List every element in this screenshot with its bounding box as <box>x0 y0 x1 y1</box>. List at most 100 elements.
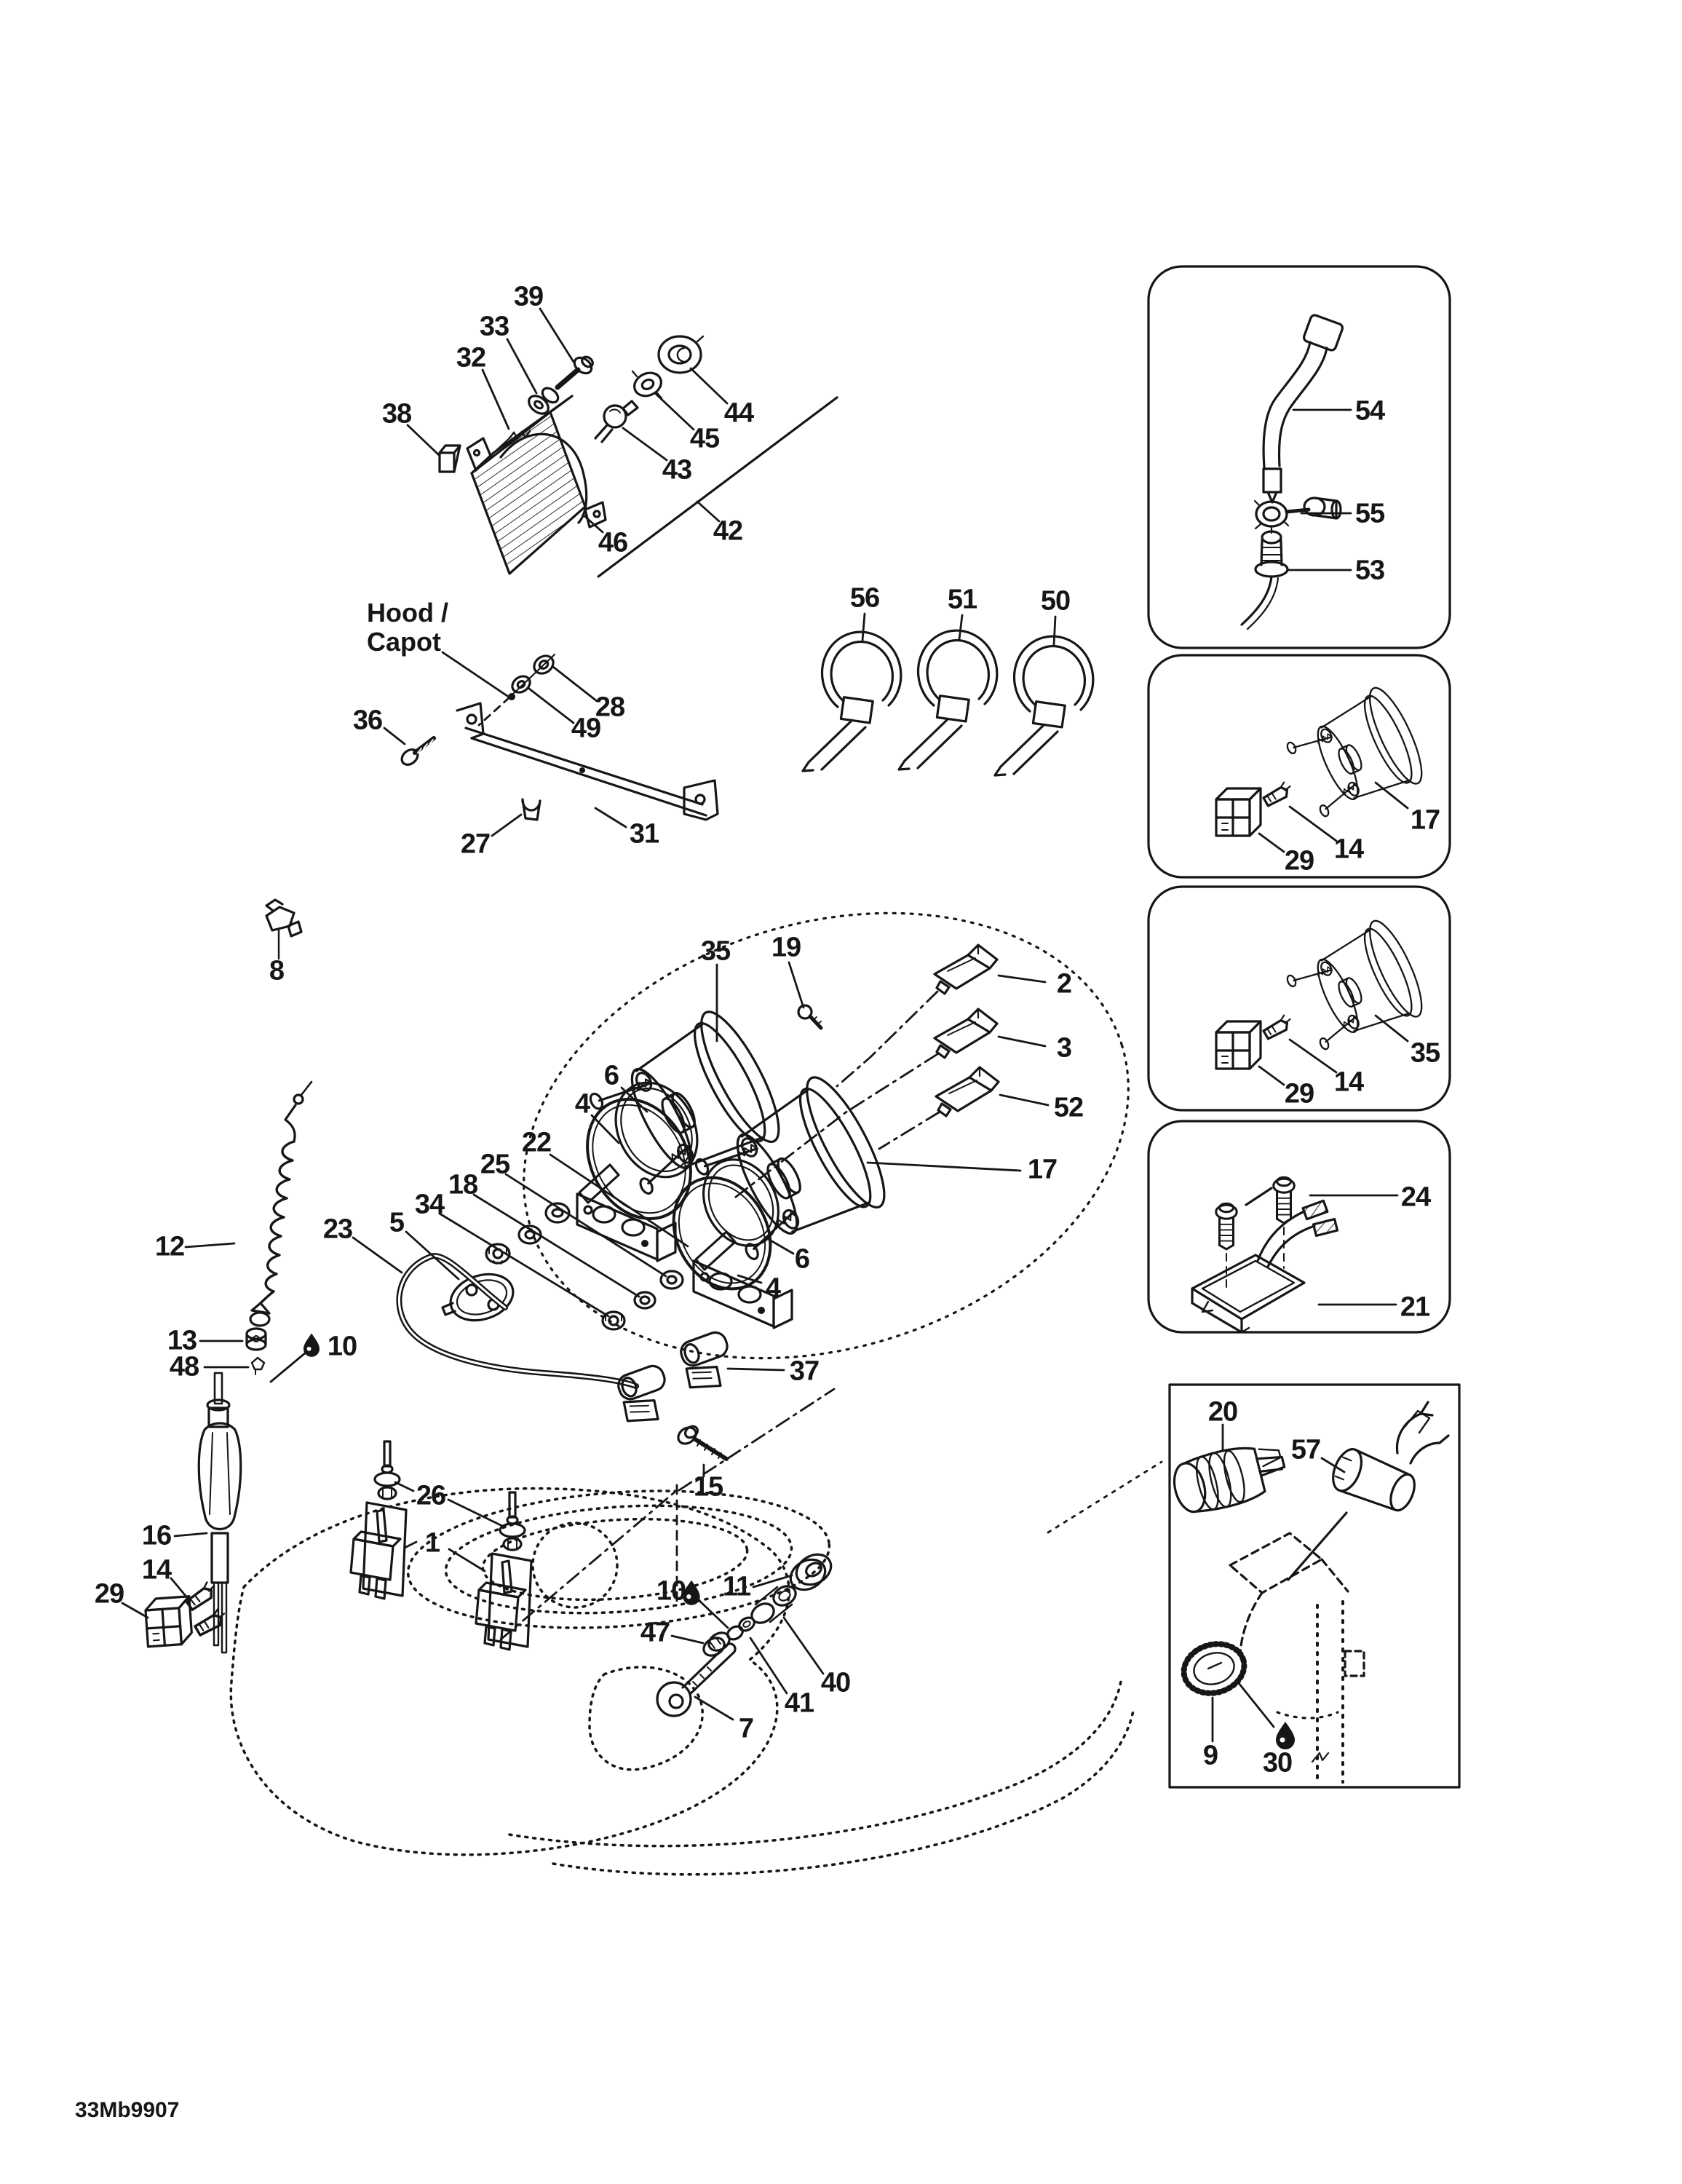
part-callout-40: 40 <box>820 1667 851 1698</box>
part-callout-1: 1 <box>424 1527 440 1559</box>
part-callout-29: 29 <box>94 1578 124 1610</box>
cable-tie-51 <box>897 629 999 771</box>
part-callout-12: 12 <box>154 1231 185 1262</box>
part-callout-36: 36 <box>352 705 383 736</box>
part-callout-37: 37 <box>789 1356 820 1387</box>
rocker-switch-3 <box>933 1008 999 1059</box>
ignition-key <box>656 1642 737 1717</box>
inset-box-fuse-lead <box>1147 265 1451 649</box>
part-callout-30: 30 <box>1262 1747 1293 1779</box>
fuse-plug <box>1240 525 1289 630</box>
part-callout-22: 22 <box>521 1127 552 1158</box>
part-callout-31: 31 <box>629 818 659 850</box>
part-callout-6: 6 <box>794 1243 810 1275</box>
part-callout-32: 32 <box>456 342 486 373</box>
leader-lines <box>121 307 1409 1743</box>
part-callout-21: 21 <box>1400 1291 1430 1323</box>
part-callout-33: 33 <box>479 311 509 342</box>
part-callout-24: 24 <box>1400 1182 1431 1213</box>
bracket-washer-18-lower <box>633 1291 656 1310</box>
part-callout-20: 20 <box>1207 1396 1238 1428</box>
gauge-connector-box2 <box>1215 787 1262 837</box>
fuse-connector-cap <box>1253 496 1342 530</box>
switch-connection-dashdot <box>731 990 940 1201</box>
cable-clamp-a <box>611 1361 678 1431</box>
part-callout-38: 38 <box>381 398 412 430</box>
hood-corner-line <box>597 396 838 578</box>
part-callout-51: 51 <box>947 584 977 615</box>
bulb-retainer-ring <box>631 370 663 400</box>
part-callout-25: 25 <box>480 1149 510 1180</box>
gauge-connector-box3 <box>1215 1020 1262 1070</box>
inset-box-gauge-35 <box>1147 885 1451 1112</box>
gauge-pin-box2 <box>1260 780 1295 808</box>
clamp-screw-15 <box>677 1425 729 1461</box>
part-callout-6: 6 <box>603 1060 619 1091</box>
part-callout-14: 14 <box>141 1554 172 1586</box>
bulb-socket-ring <box>657 335 705 374</box>
gauge-oring-small-upper <box>614 1081 699 1179</box>
toggle-switch-unit-left <box>349 1440 408 1600</box>
hood-label-line1: Hood / <box>367 598 448 628</box>
bracket-nut-34-lower <box>601 1310 626 1331</box>
part-callout-46: 46 <box>598 527 628 558</box>
part-callout-42: 42 <box>713 515 743 547</box>
ignition-coil <box>1287 1401 1450 1581</box>
part-callout-34: 34 <box>414 1189 445 1220</box>
fuse-holder-tube <box>1262 314 1344 504</box>
steering-column-dashed <box>1229 1532 1365 1784</box>
part-callout-19: 19 <box>771 932 801 963</box>
part-callout-8: 8 <box>269 955 285 986</box>
part-callout-45: 45 <box>689 423 720 454</box>
gauge-bracket-upper <box>576 1163 677 1262</box>
inset-box-ignition-coil <box>1168 1383 1461 1789</box>
rocker-switch-52 <box>935 1066 1000 1117</box>
part-callout-23: 23 <box>322 1214 353 1245</box>
console-corner-dashdot <box>499 1388 1163 1641</box>
sender-cable <box>396 1253 639 1389</box>
part-callout-14: 14 <box>1333 834 1364 865</box>
part-callout-29: 29 <box>1284 1078 1314 1109</box>
temperature-sensor <box>1173 1447 1286 1514</box>
part-callout-4: 4 <box>765 1273 781 1304</box>
part-callout-15: 15 <box>693 1471 723 1503</box>
bracket-washer-25-upper <box>544 1202 571 1224</box>
part-callout-28: 28 <box>595 692 625 723</box>
cable-tie-50 <box>993 635 1095 777</box>
gauge-35-inset <box>1279 914 1432 1061</box>
bracket-nut-34-upper <box>485 1243 511 1265</box>
headlight-housing <box>466 395 607 575</box>
part-callout-16: 16 <box>141 1520 172 1551</box>
part-callout-35: 35 <box>1410 1037 1440 1069</box>
part-callout-35: 35 <box>700 935 731 967</box>
gauge-pin-box3 <box>1260 1013 1295 1041</box>
connector-29-left <box>143 1595 194 1648</box>
part-callout-44: 44 <box>723 397 754 429</box>
part-callout-4: 4 <box>574 1088 590 1120</box>
part-callout-49: 49 <box>571 713 601 744</box>
part-callout-47: 47 <box>640 1617 670 1648</box>
hood-b9racket-washer-nut <box>508 653 556 700</box>
gauge-bracket-lower <box>692 1230 793 1329</box>
headlight-mount-hardware <box>491 355 594 456</box>
part-callout-17: 17 <box>1410 804 1440 836</box>
inset-box-gauge-17 <box>1147 654 1451 879</box>
part-callout-17: 17 <box>1027 1154 1058 1185</box>
tether-switch-16 <box>197 1372 242 1654</box>
part-callout-57: 57 <box>1290 1434 1321 1465</box>
tether-cord <box>249 1080 313 1327</box>
gauge-17-inset <box>1279 681 1432 828</box>
tether-cap-13 <box>245 1327 267 1351</box>
part-callout-10: 10 <box>656 1575 686 1607</box>
part-callout-18: 18 <box>448 1169 478 1200</box>
bracket-washer-25-lower <box>659 1270 684 1290</box>
part-callout-26: 26 <box>416 1480 446 1511</box>
part-callout-14: 14 <box>1333 1067 1364 1098</box>
part-callout-3: 3 <box>1056 1032 1072 1064</box>
hood-label-line2: Capot <box>367 627 441 657</box>
headlight-clip <box>438 444 461 473</box>
part-callout-13: 13 <box>167 1325 197 1356</box>
key-switch-cylinder-40 <box>750 1585 797 1624</box>
part-callout-50: 50 <box>1040 585 1071 617</box>
